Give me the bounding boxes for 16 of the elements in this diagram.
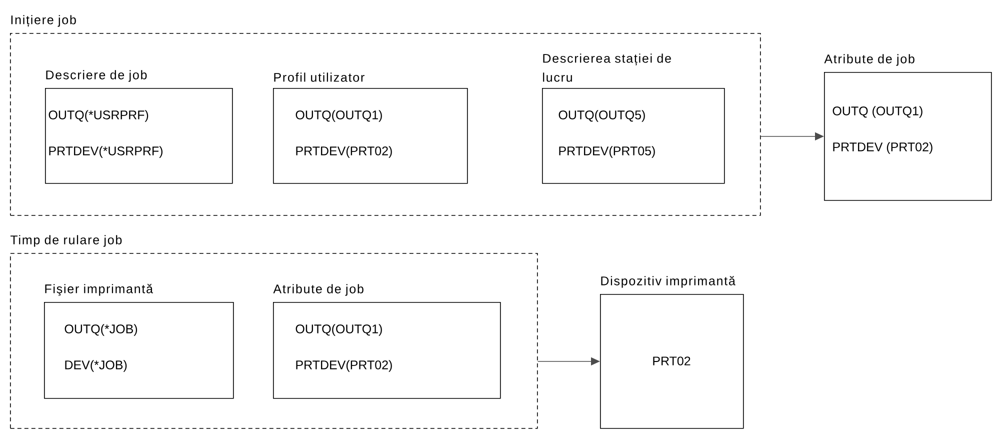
node-label: Atribute de job <box>273 284 364 296</box>
process-box: Fişier imprimantă OUTQ(*JOB) DEV(*JOB) <box>44 284 234 399</box>
process-box: Descrierea stației de lucru OUTQ(OUTQ5) PRTDEV(PRT05) <box>542 54 725 184</box>
process-box: Atribute de job OUTQ (OUTQ1) PRTDEV (PRT02) <box>824 54 992 201</box>
process-box: Descriere de job OUTQ(*USRPRF) PRTDEV(*USRPRF) <box>45 70 233 184</box>
node-label: Descrierea stației de lucru <box>543 54 671 82</box>
node-label: Dispozitiv imprimantă <box>601 276 736 288</box>
process-box: Atribute de job OUTQ(OUTQ1) PRTDEV(PRT02) <box>273 284 501 399</box>
node-label: Atribute de job <box>824 54 914 66</box>
node-label: Timp de rulare job <box>10 235 122 247</box>
node-label: Descriere de job <box>46 70 147 82</box>
process-box: Profil utilizator OUTQ(OUTQ1) PRTDEV(PRT02) <box>273 72 468 184</box>
node-label: Fişier imprimantă <box>45 284 153 296</box>
node-label: Profil utilizator <box>274 72 364 82</box>
process-box: Dispozitiv imprimantă PRT02 <box>600 276 744 429</box>
node-label: Inițiere job <box>11 15 76 27</box>
